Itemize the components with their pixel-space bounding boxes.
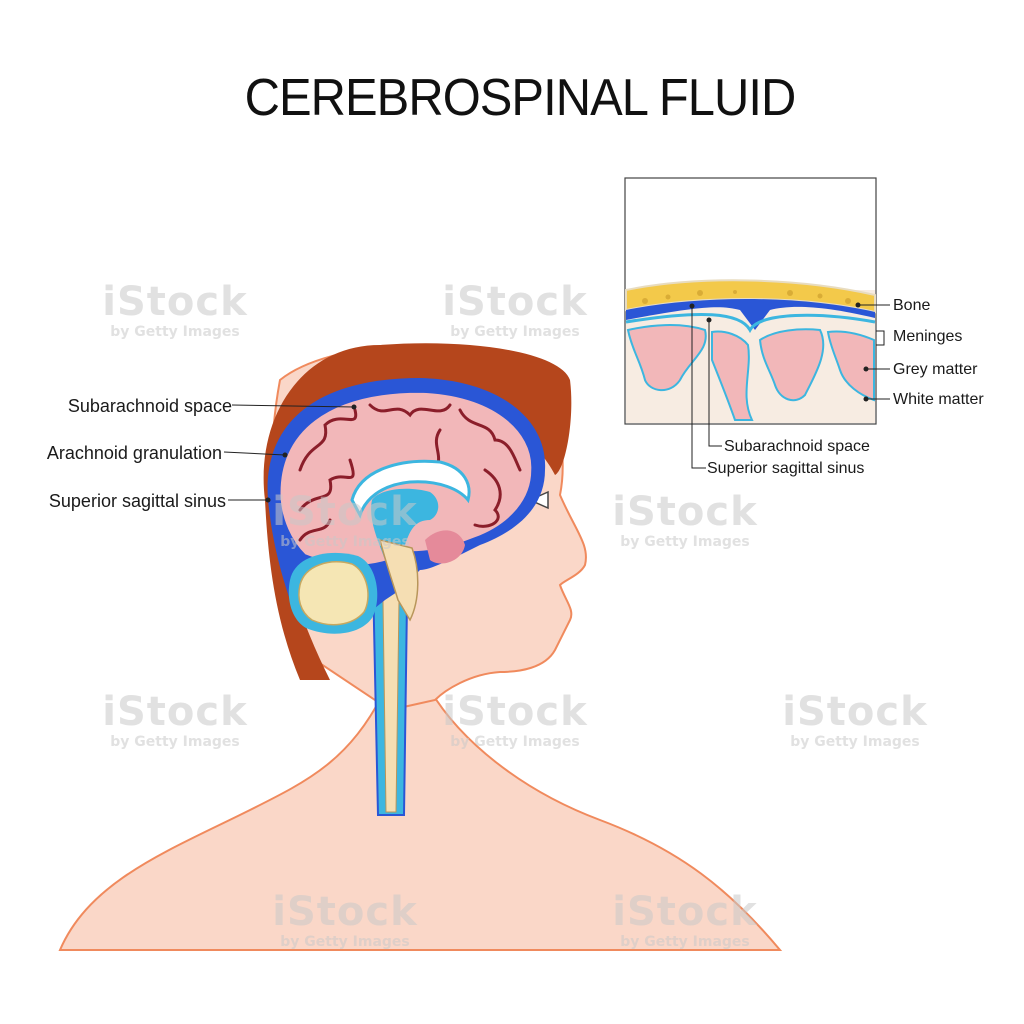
- shoulders: [58, 689, 783, 951]
- inset-label-white-matter: White matter: [893, 391, 984, 408]
- diagram-title: CEREBROSPINAL FLUID: [244, 69, 797, 127]
- label-superior-sagittal-sinus: Superior sagittal sinus: [48, 491, 226, 511]
- label-subarachnoid-space: Subarachnoid space: [67, 396, 232, 416]
- inset-panel: [624, 177, 890, 469]
- brainstem: [378, 538, 419, 622]
- inset-label-bone: Bone: [893, 297, 931, 314]
- label-arachnoid-granulation: Arachnoid granulation: [46, 443, 222, 463]
- cerebellum: [298, 561, 369, 626]
- pituitary: [425, 530, 465, 564]
- arachnoid-granulation-dot: [282, 452, 288, 458]
- leader-lines: [223, 404, 355, 501]
- superior-sagittal-sinus-dot: [265, 497, 271, 503]
- subarachnoid-dot: [351, 404, 357, 410]
- inset-label-meninges: Meninges: [893, 328, 963, 345]
- inset-label-subarachnoid-space: Subarachnoid space: [724, 438, 870, 455]
- inset-label-superior-sagittal-sinus: Superior sagittal sinus: [707, 460, 865, 477]
- inset-label-grey-matter: Grey matter: [893, 361, 978, 378]
- lateral-ventricle: [350, 459, 471, 519]
- hair: [263, 343, 572, 680]
